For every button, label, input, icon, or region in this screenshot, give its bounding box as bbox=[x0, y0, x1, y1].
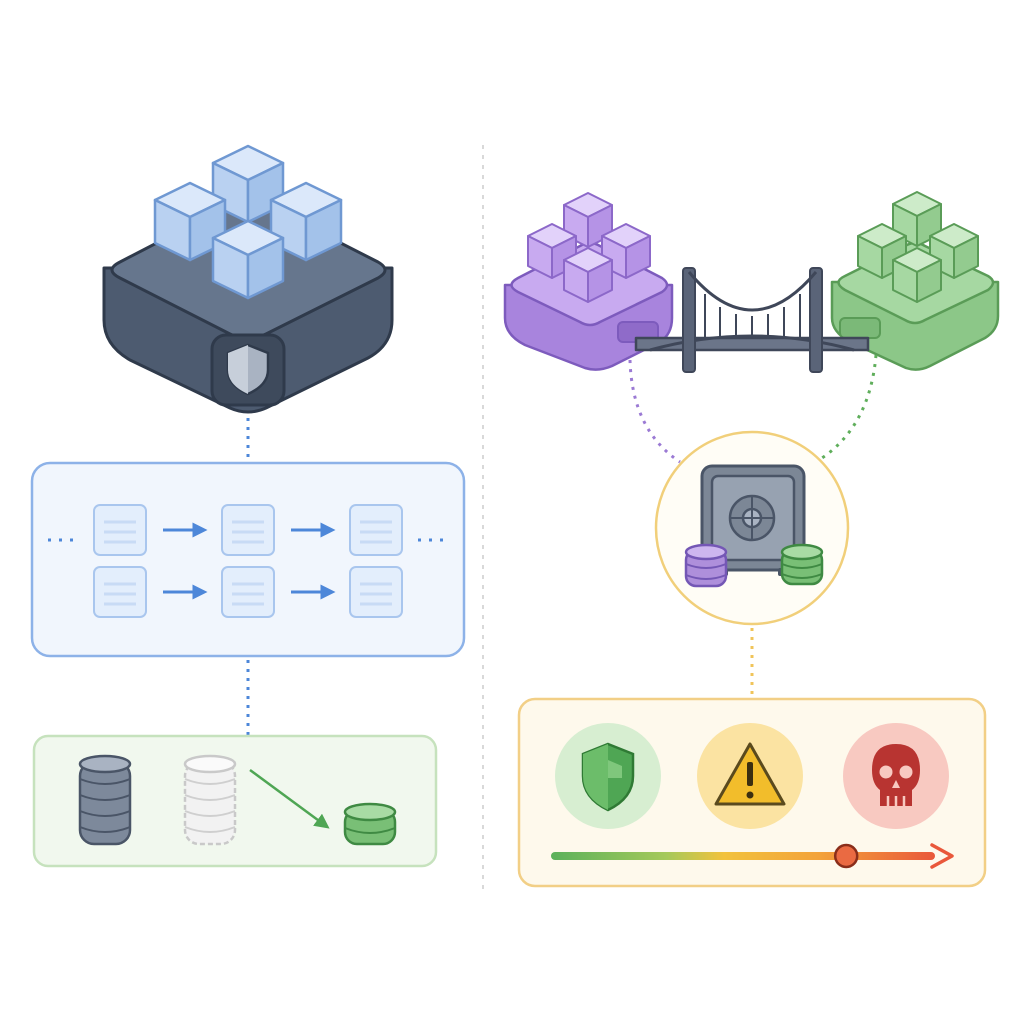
purple-connector bbox=[628, 359, 681, 464]
risk-panel bbox=[517, 697, 987, 888]
risk-meter bbox=[551, 843, 954, 869]
purple-coin-stack-icon bbox=[684, 543, 728, 588]
blue-block bbox=[211, 219, 285, 300]
transaction-card bbox=[349, 504, 403, 556]
risk-meter-track bbox=[551, 852, 935, 860]
shield-icon bbox=[210, 333, 286, 407]
purple-block bbox=[563, 247, 613, 303]
risk-meter-marker bbox=[833, 843, 859, 869]
risk-meter-arrowhead bbox=[930, 843, 954, 869]
transaction-card bbox=[221, 504, 275, 556]
transaction-card bbox=[349, 566, 403, 618]
blue-block bbox=[153, 181, 227, 262]
safe-indicator bbox=[555, 723, 661, 829]
skull-icon bbox=[872, 744, 920, 806]
shield-icon bbox=[581, 742, 635, 812]
green-block bbox=[892, 247, 942, 303]
faded-coin-stack-icon bbox=[183, 754, 237, 846]
small-coin-stack-icon bbox=[343, 802, 397, 846]
green-connector bbox=[821, 354, 878, 460]
green-platform bbox=[830, 191, 1000, 371]
transaction-flow-panel bbox=[30, 461, 466, 658]
blue-blocks bbox=[153, 144, 343, 300]
bridge-icon bbox=[634, 267, 870, 373]
transaction-card bbox=[221, 566, 275, 618]
transaction-card bbox=[93, 566, 147, 618]
purple-platform bbox=[503, 192, 674, 371]
warning-indicator bbox=[697, 723, 803, 829]
reduction-arrow bbox=[249, 768, 330, 829]
warning-icon bbox=[714, 742, 786, 806]
danger-indicator bbox=[843, 723, 949, 829]
green-coin-stack-icon bbox=[780, 543, 824, 586]
storage-panel bbox=[32, 734, 438, 868]
coin-stack-icon bbox=[78, 754, 132, 846]
vault-node bbox=[654, 430, 850, 626]
transaction-card bbox=[93, 504, 147, 556]
